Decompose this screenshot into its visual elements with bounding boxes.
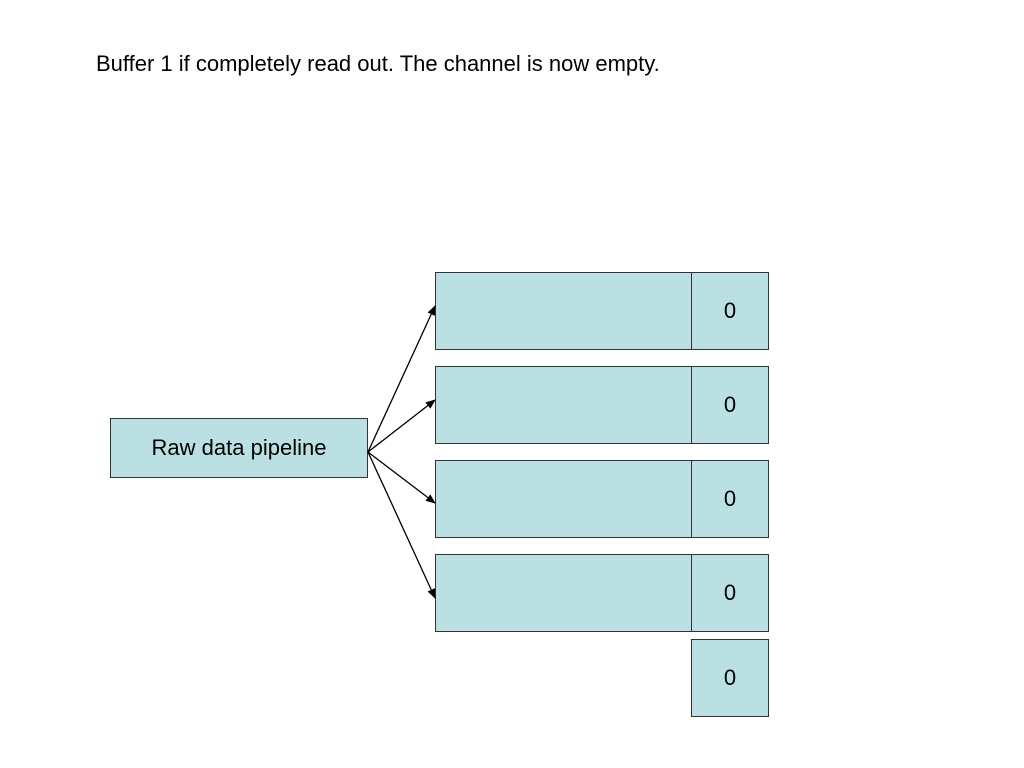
arrow-to-buffer-1 [367, 305, 436, 453]
buffer-3-counter-value: 0 [723, 486, 737, 511]
buffer-2-counter: 0 [691, 366, 769, 444]
buffer-3-counter: 0 [691, 460, 769, 538]
buffer-4-counter: 0 [691, 554, 769, 632]
slide-caption: Buffer 1 if completely read out. The cha… [96, 51, 660, 76]
raw-data-pipeline-label: Raw data pipeline [151, 435, 327, 460]
buffer-4-counter-value: 0 [723, 580, 737, 605]
buffer-1-counter: 0 [691, 272, 769, 350]
buffer-1-counter-value: 0 [723, 298, 737, 323]
raw-data-pipeline-box: Raw data pipeline [110, 418, 368, 478]
extra-counter-value: 0 [723, 665, 737, 690]
buffer-4-body [435, 554, 692, 632]
arrow-to-buffer-2 [367, 399, 436, 453]
buffer-1-body [435, 272, 692, 350]
buffer-3-body [435, 460, 692, 538]
arrow-to-buffer-4 [367, 451, 436, 599]
buffer-2-counter-value: 0 [723, 392, 737, 417]
buffer-2-body [435, 366, 692, 444]
extra-counter: 0 [691, 639, 769, 717]
arrow-to-buffer-3 [367, 451, 436, 504]
